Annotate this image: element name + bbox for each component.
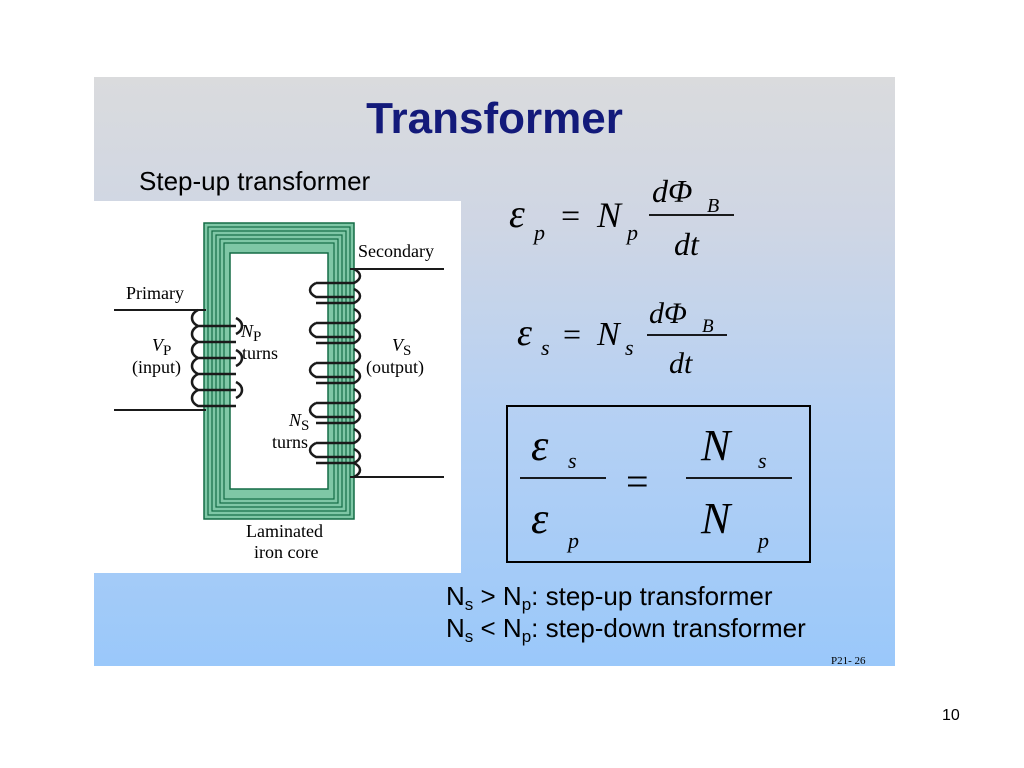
eq3-right-numerator: N bbox=[700, 421, 733, 470]
label-ns: NS bbox=[288, 410, 309, 434]
eq3-right-denominator: N bbox=[700, 494, 733, 543]
transformer-diagram: Primary Secondary VP (input) NP turns VS… bbox=[94, 201, 461, 573]
label-np: NP bbox=[240, 321, 261, 345]
transformer-notes: Ns > Np: step-up transformer Ns < Np: st… bbox=[446, 580, 806, 646]
slide-reference: P21- 26 bbox=[831, 655, 866, 666]
eq1-numerator-sub: B bbox=[707, 195, 719, 217]
equation-primary-emf: ε p = N p dΦ B dt bbox=[509, 172, 759, 267]
note-step-up: Ns > Np: step-up transformer bbox=[446, 581, 773, 614]
eq1-denominator: dt bbox=[674, 226, 700, 262]
label-np-turns: turns bbox=[242, 343, 278, 363]
equation-box-border bbox=[506, 405, 811, 563]
eq3-equals: = bbox=[626, 459, 649, 504]
slide-subtitle: Step-up transformer bbox=[139, 166, 371, 196]
note-step-down: Ns < Np: step-down transformer bbox=[446, 613, 806, 646]
label-vp: VP bbox=[152, 335, 171, 359]
slide: Transformer Step-up transformer bbox=[94, 77, 895, 666]
eq1-numerator: dΦ bbox=[652, 173, 692, 209]
transformer-illustration: Primary Secondary VP (input) NP turns VS… bbox=[114, 222, 444, 562]
eq1-epsilon-sub: p bbox=[532, 220, 545, 245]
iron-core bbox=[203, 222, 355, 520]
eq1-N-sub: p bbox=[625, 220, 638, 245]
eq3-left-numerator-sub: s bbox=[568, 448, 577, 473]
eq2-epsilon-sub: s bbox=[541, 335, 550, 360]
label-primary: Primary bbox=[126, 283, 184, 303]
eq3-left-denominator-sub: p bbox=[566, 528, 579, 553]
eq3-left-denominator: ε bbox=[531, 494, 549, 543]
equation-ratio-box: ε s ε p = N s N p bbox=[506, 405, 812, 565]
eq2-equals: = bbox=[563, 316, 581, 352]
label-vs: VS bbox=[392, 335, 411, 359]
eq3-left-numerator: ε bbox=[531, 421, 549, 470]
eq2-denominator: dt bbox=[669, 347, 693, 380]
label-input: (input) bbox=[132, 357, 181, 378]
page-number: 10 bbox=[942, 707, 960, 724]
eq2-epsilon: ε bbox=[517, 312, 532, 354]
secondary-coil bbox=[308, 267, 362, 479]
primary-coil bbox=[190, 308, 244, 408]
slide-title: Transformer bbox=[366, 94, 623, 143]
eq2-numerator-sub: B bbox=[702, 316, 714, 337]
eq3-right-denominator-sub: p bbox=[756, 528, 769, 553]
label-ns-turns: turns bbox=[272, 432, 308, 452]
label-core-line1: Laminated bbox=[246, 521, 323, 541]
eq1-N: N bbox=[596, 195, 623, 235]
eq1-equals: = bbox=[561, 198, 580, 235]
eq2-N: N bbox=[596, 316, 622, 353]
eq2-numerator: dΦ bbox=[649, 297, 687, 330]
label-core-line2: iron core bbox=[254, 542, 318, 562]
eq3-right-numerator-sub: s bbox=[758, 448, 767, 473]
eq1-epsilon: ε bbox=[509, 191, 525, 236]
label-secondary: Secondary bbox=[358, 241, 434, 261]
eq2-N-sub: s bbox=[625, 335, 634, 360]
equation-secondary-emf: ε s = N s dΦ B dt bbox=[517, 295, 757, 390]
label-output: (output) bbox=[366, 357, 424, 378]
